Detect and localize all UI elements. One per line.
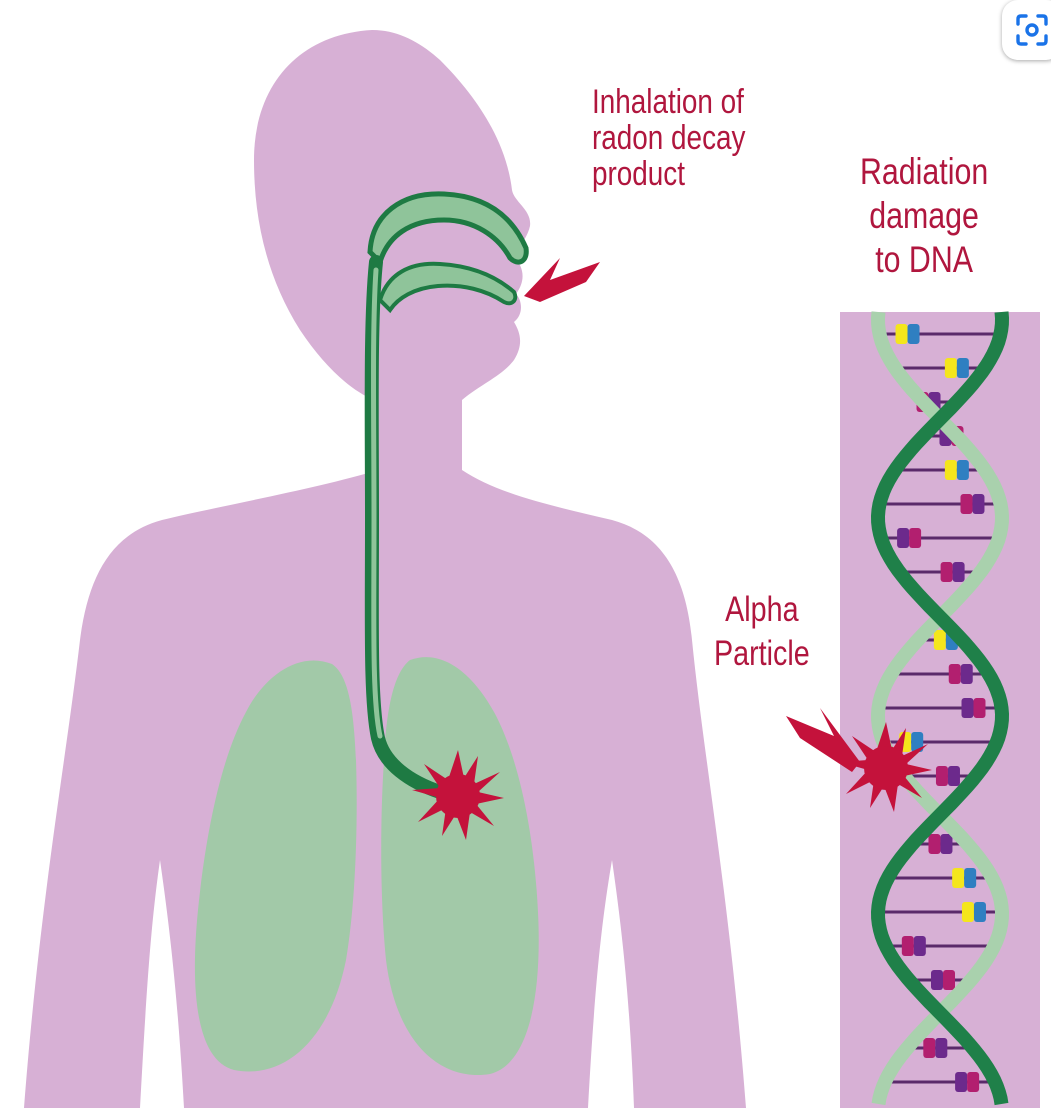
dna-base	[952, 868, 964, 888]
alpha-line-1: Alpha	[714, 588, 810, 632]
dna-base	[945, 460, 957, 480]
dna-base	[934, 630, 946, 650]
dna-base	[908, 324, 920, 344]
dna-base	[943, 970, 955, 990]
dna-base	[936, 766, 948, 786]
radiation-damage-label: Radiation damage to DNA	[860, 150, 988, 282]
inhalation-line-3: product	[592, 156, 745, 192]
dna-base	[974, 698, 986, 718]
dna-base	[940, 834, 952, 854]
dna-base	[967, 1072, 979, 1092]
radiation-line-1: Radiation	[860, 150, 988, 194]
dna-base	[962, 698, 974, 718]
dna-base	[961, 664, 973, 684]
dna-base	[949, 664, 961, 684]
dna-base	[972, 494, 984, 514]
dna-base	[945, 358, 957, 378]
dna-base	[960, 494, 972, 514]
visual-search-button[interactable]	[1002, 0, 1051, 60]
dna-base	[948, 766, 960, 786]
radiation-line-3: to DNA	[860, 238, 988, 282]
alpha-particle-label: Alpha Particle	[714, 588, 810, 676]
inhalation-label: Inhalation of radon decay product	[592, 84, 745, 192]
dna-base	[964, 868, 976, 888]
dna-base	[941, 562, 953, 582]
dna-base	[957, 460, 969, 480]
visual-search-icon	[1015, 13, 1049, 47]
dna-base	[896, 324, 908, 344]
dna-base	[935, 1038, 947, 1058]
alpha-line-2: Particle	[714, 632, 810, 676]
dna-base	[955, 1072, 967, 1092]
dna-base	[909, 528, 921, 548]
dna-base	[974, 902, 986, 922]
dna-base	[957, 358, 969, 378]
dna-base	[923, 1038, 935, 1058]
radiation-line-2: damage	[860, 194, 988, 238]
dna-base	[953, 562, 965, 582]
dna-base	[931, 970, 943, 990]
dna-base	[914, 936, 926, 956]
inhalation-line-2: radon decay	[592, 120, 745, 156]
dna-base	[902, 936, 914, 956]
dna-base	[962, 902, 974, 922]
dna-base	[928, 834, 940, 854]
dna-base	[897, 528, 909, 548]
inhalation-arrow-icon	[524, 258, 600, 302]
inhalation-line-1: Inhalation of	[592, 84, 745, 120]
